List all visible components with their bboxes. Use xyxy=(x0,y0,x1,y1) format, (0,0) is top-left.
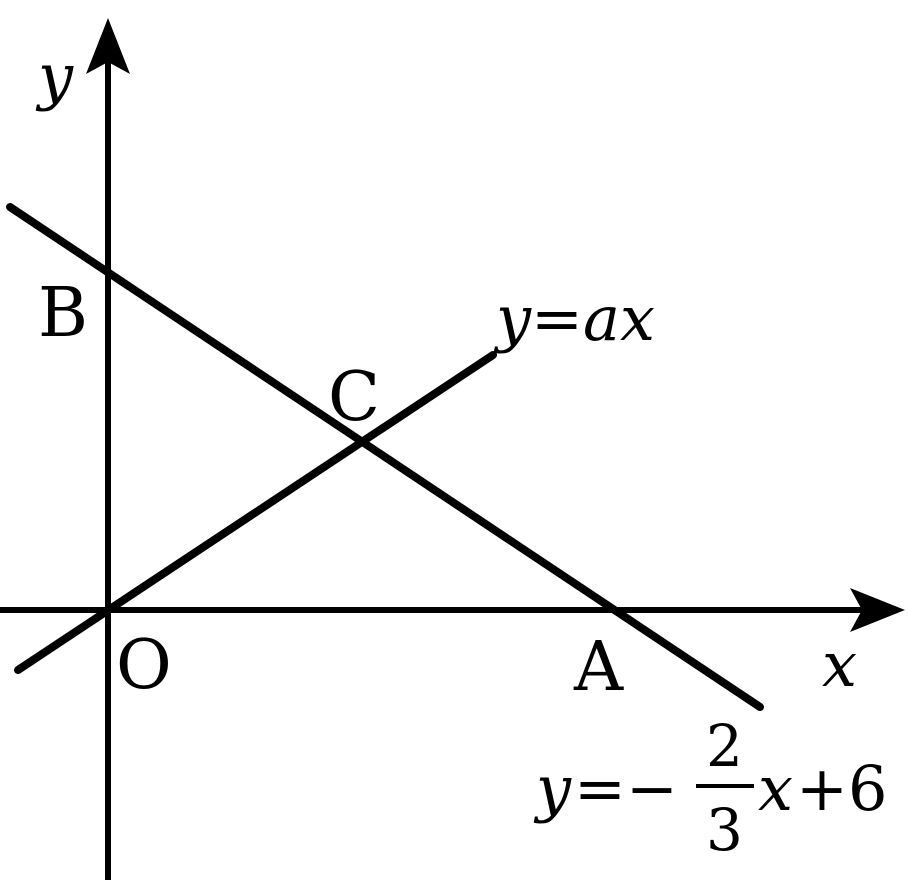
eq2-plus-six: +6 xyxy=(796,752,887,825)
point-label-b: B xyxy=(38,274,88,353)
eq2-fraction-denominator: 3 xyxy=(706,796,743,864)
line-equation-label-ax: y=ax xyxy=(493,282,655,355)
eq1-y: y xyxy=(493,282,532,355)
eq1-equals: = xyxy=(531,282,583,355)
x-axis-arrow xyxy=(850,588,905,632)
point-label-a: A xyxy=(573,628,624,707)
y-axis-arrow xyxy=(86,18,130,74)
x-axis-label: x xyxy=(822,628,857,701)
eq1-x: x xyxy=(620,282,655,355)
eq2-x: x xyxy=(758,752,793,825)
eq2-fraction-numerator: 2 xyxy=(706,712,743,780)
eq2-equals-minus: =− xyxy=(574,752,678,825)
line-y-equals-neg-two-thirds-x-plus-6 xyxy=(6,203,764,711)
point-label-c: C xyxy=(328,358,380,437)
eq2-y: y xyxy=(533,752,572,825)
y-axis-label: y xyxy=(35,40,74,113)
line-y-equals-ax xyxy=(14,351,497,674)
point-label-o: O xyxy=(116,626,172,705)
eq1-a: a xyxy=(583,282,620,355)
